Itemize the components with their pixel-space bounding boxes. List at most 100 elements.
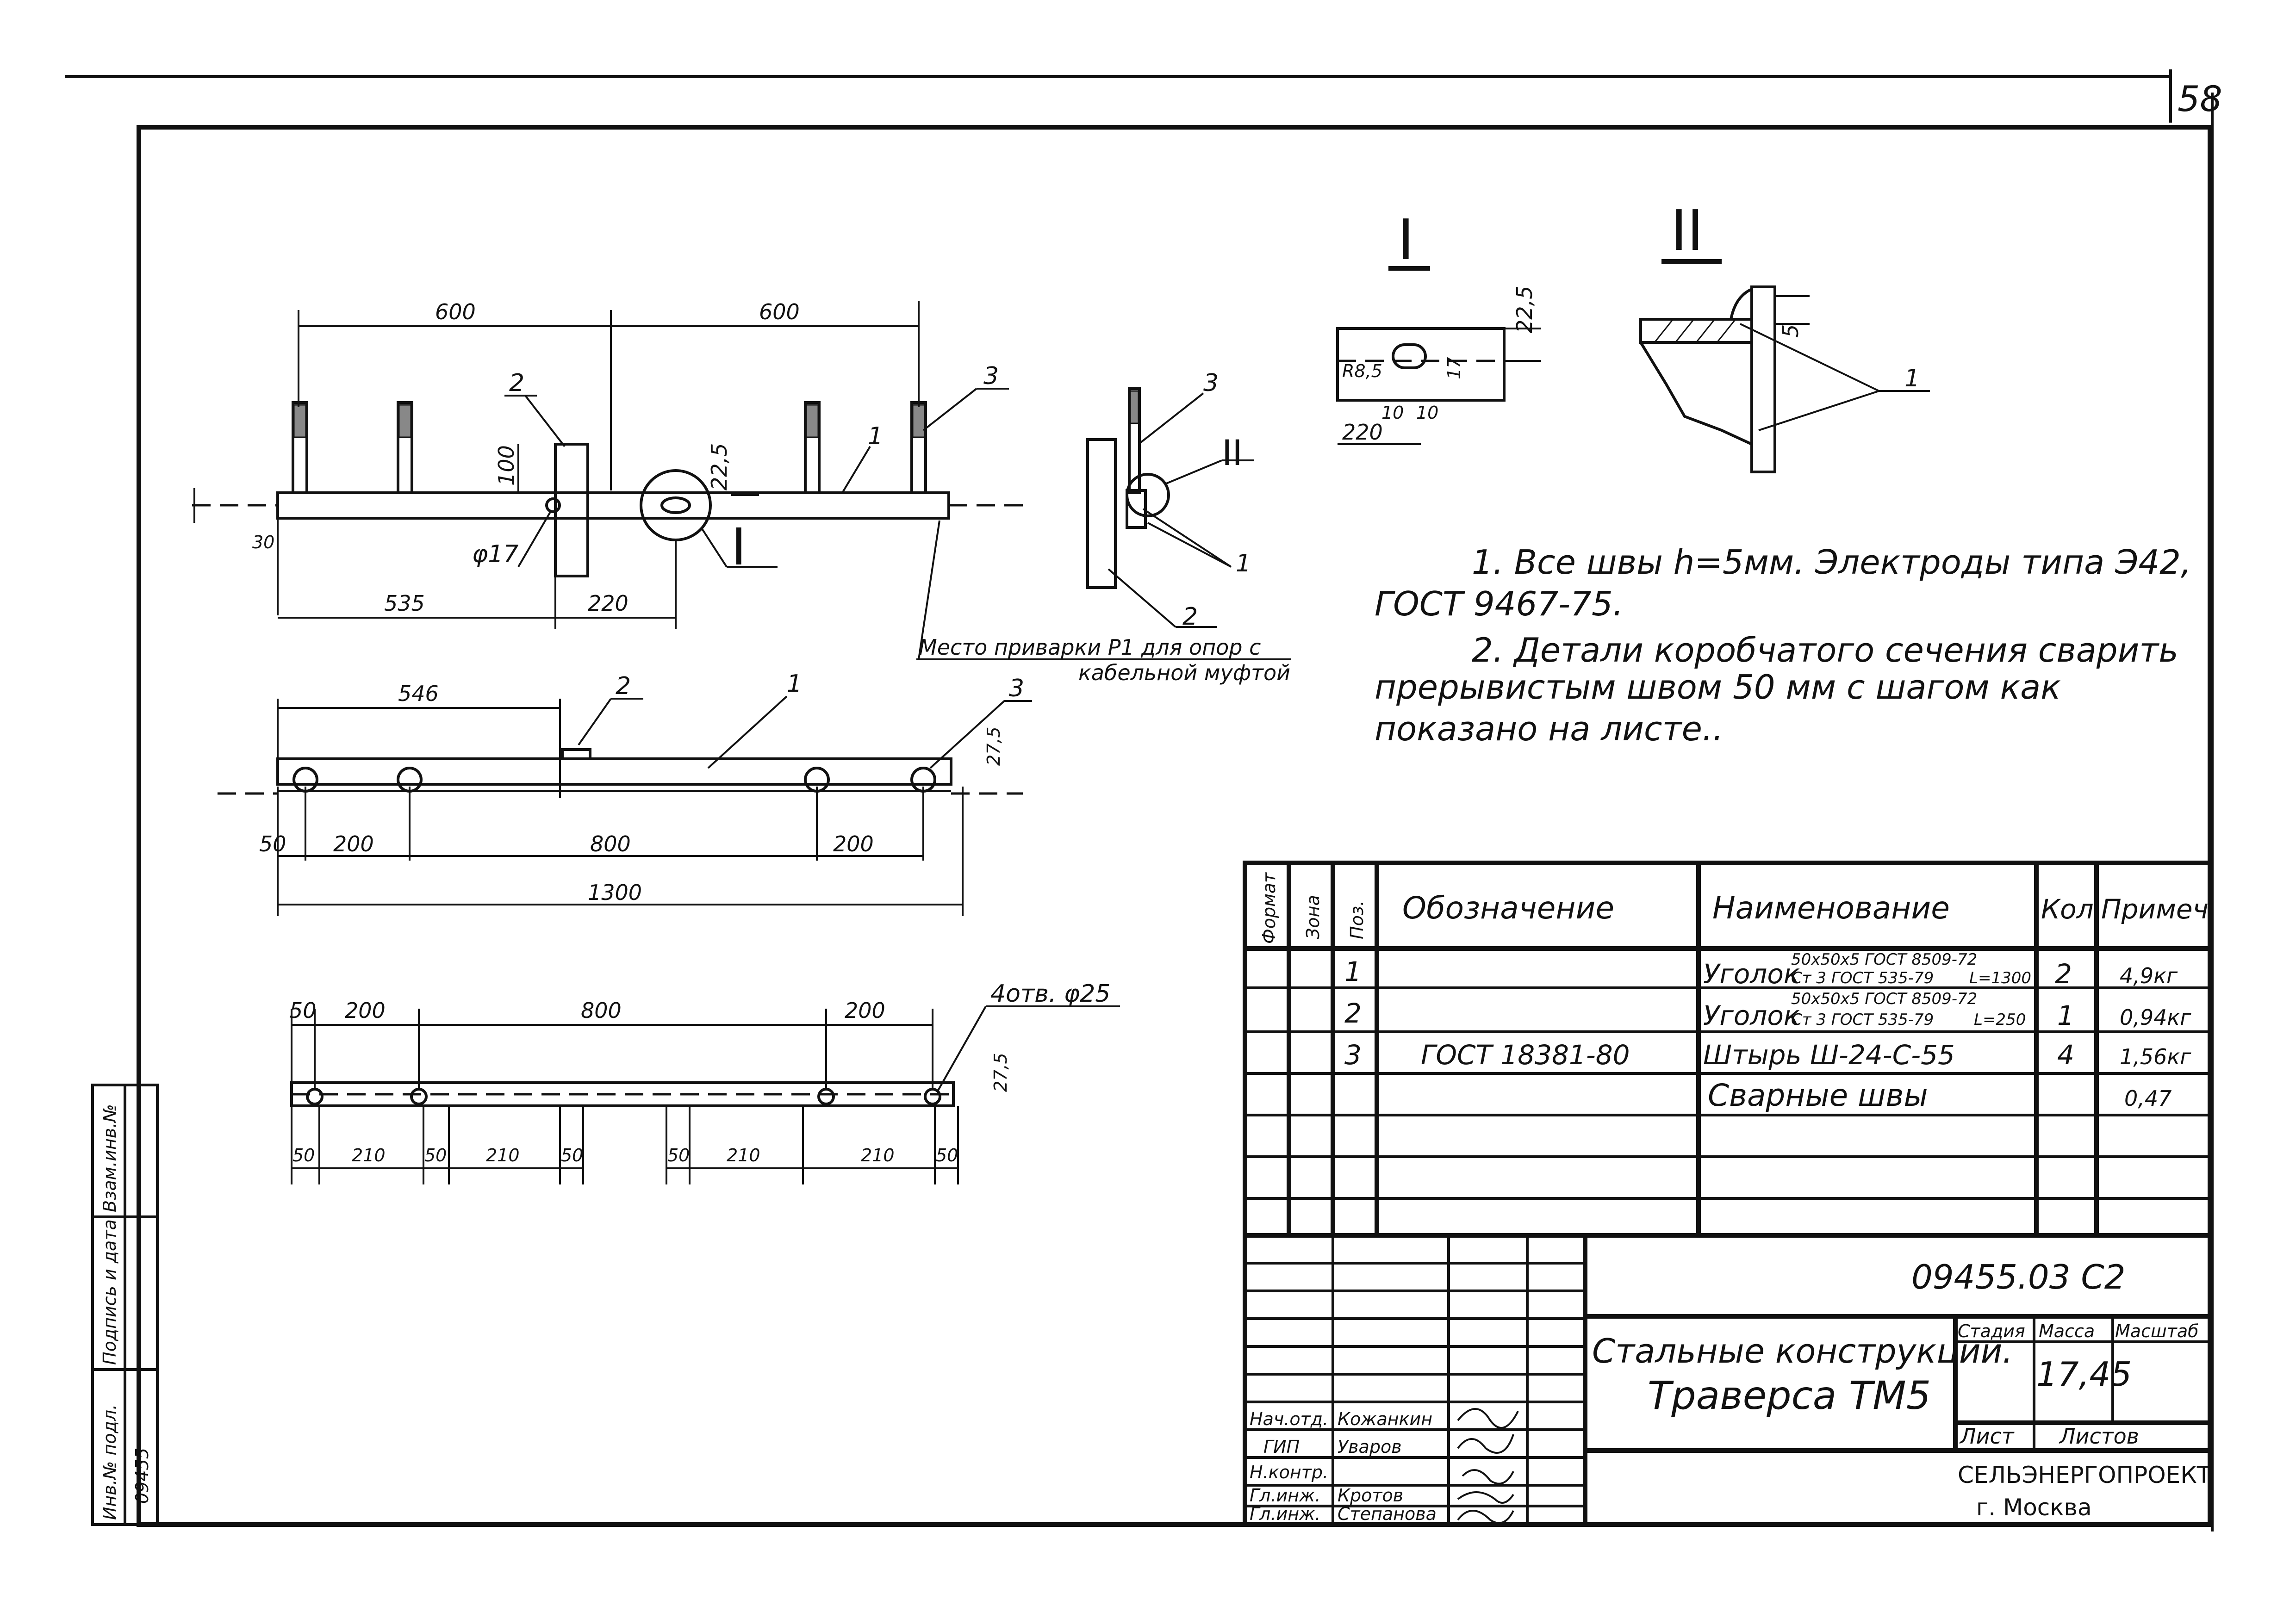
dim-535: 535 xyxy=(384,591,425,616)
note-line-5: показано на листе.. xyxy=(1375,709,1724,748)
detail-I-17: 17 xyxy=(1444,357,1464,379)
col-stage: Стадия xyxy=(1958,1321,2025,1341)
plan-dim-27-5: 27,5 xyxy=(983,726,1004,766)
row1-note: 4,9кг xyxy=(2120,963,2178,988)
plan-dim-200-a: 200 xyxy=(333,831,374,856)
row2-note: 0,94кг xyxy=(2120,1005,2191,1030)
row4-name: Сварные швы xyxy=(1708,1078,1928,1113)
main-beam xyxy=(276,491,950,520)
angle-hole-note: 4отв. φ25 xyxy=(990,980,1110,1008)
section-circle-I xyxy=(640,469,712,541)
angle-bdim-9: 50 xyxy=(936,1145,958,1166)
row1-qty: 2 xyxy=(2055,958,2072,990)
spec-table: Формат Зона Поз. Обозначение Наименовани… xyxy=(1243,861,2212,1238)
detail-I-10-b: 10 xyxy=(1416,403,1438,423)
row1-name: Уголок xyxy=(1703,958,1800,990)
col-format: Формат xyxy=(1259,872,1279,944)
mass-value: 17,45 xyxy=(2036,1355,2132,1394)
table-row: 2 Уголок 50х50х5 ГОСТ 8509-72 Ст 3 ГОСТ … xyxy=(1344,990,2191,1031)
pin-2 xyxy=(397,401,413,494)
angle-bdim-1: 50 xyxy=(292,1145,315,1166)
name-4: Кротов xyxy=(1338,1485,1403,1506)
row1-length: L=1300 xyxy=(1969,969,2031,987)
angle-bdim-7: 210 xyxy=(727,1145,760,1166)
angle-dim-50-top: 50 xyxy=(289,998,317,1023)
angle-bdim-3: 50 xyxy=(424,1145,447,1166)
org-city: г. Москва xyxy=(1976,1494,2092,1521)
name-5: Степанова xyxy=(1338,1504,1437,1524)
pin-3 xyxy=(804,401,821,494)
sheet-number: 58 xyxy=(2178,78,2222,119)
angle-bdim-6: 50 xyxy=(667,1145,690,1166)
doc-title-2: Траверса ТМ5 xyxy=(1648,1373,1931,1418)
angle-view: 50 200 800 200 4отв. φ25 27,5 50 210 50 … xyxy=(289,980,1120,1184)
angle-bdim-8: 210 xyxy=(861,1145,895,1166)
note-line-4: прерывистым швом 50 мм с шагом как xyxy=(1375,668,2061,707)
name-1: Кожанкин xyxy=(1338,1409,1432,1429)
stamp-field-vzam: Взам.инв.№ xyxy=(100,1104,120,1212)
detail-I-22-5: 22,5 xyxy=(1512,286,1537,333)
row2-name: Уголок xyxy=(1703,1000,1800,1031)
row3-note: 1,56кг xyxy=(2120,1044,2191,1069)
row3-pos: 3 xyxy=(1344,1039,1362,1071)
col-zone: Зона xyxy=(1303,895,1323,939)
row3-qty: 4 xyxy=(2057,1039,2074,1071)
detail-I-220: 220 xyxy=(1342,420,1383,445)
stamp-field-sign: Подпись и дата xyxy=(100,1219,120,1365)
callout-1-side: 1 xyxy=(1236,550,1251,577)
weld-place-note-2: кабельной муфтой xyxy=(1078,660,1290,685)
note-line-1: 1. Все швы h=5мм. Электроды типа Э42, xyxy=(1472,543,2191,582)
plan-callout-2: 2 xyxy=(616,672,631,700)
angle-bdim-2: 210 xyxy=(352,1145,386,1166)
pin-1 xyxy=(292,401,308,494)
plan-view: 546 27,5 2 1 3 50 200 800 200 1300 xyxy=(218,670,1032,916)
detail-I: I R8,5 22,5 17 10 10 220 xyxy=(1336,208,1541,445)
row1-name-sub: Ст 3 ГОСТ 535-79 xyxy=(1791,969,1934,987)
side-view-angle xyxy=(1086,438,1117,589)
plan-beam xyxy=(276,757,952,786)
detail-II: II 5 1 xyxy=(1639,199,1930,473)
role-3: Н.контр. xyxy=(1250,1462,1328,1482)
plan-callout-1: 1 xyxy=(787,670,802,698)
table-row: 1 Уголок 50х50х5 ГОСТ 8509-72 Ст 3 ГОСТ … xyxy=(1344,950,2178,990)
angle-part-2 xyxy=(554,443,589,577)
role-5: Гл.инж. xyxy=(1250,1504,1320,1524)
role-2: ГИП xyxy=(1263,1437,1300,1457)
dim-30: 30 xyxy=(252,532,274,552)
doc-code: 09455.03 С2 xyxy=(1911,1258,2126,1296)
col-designation: Обозначение xyxy=(1402,890,1614,926)
row3-designation: ГОСТ 18381-80 xyxy=(1421,1039,1630,1071)
dim-100: 100 xyxy=(494,445,519,486)
callout-3-side: 3 xyxy=(1203,369,1219,397)
hole-17 xyxy=(545,497,561,513)
col-scale: Масштаб xyxy=(2115,1321,2199,1341)
detail-II-title: II xyxy=(1671,199,1704,263)
plan-dim-200-b: 200 xyxy=(833,831,874,856)
drawing-frame xyxy=(137,125,2212,1527)
weld-place-note-1: Место приварки Р1 для опор с xyxy=(919,635,1261,660)
detail-I-10-a: 10 xyxy=(1381,403,1404,423)
row3-name: Штырь Ш-24-С-55 xyxy=(1703,1039,1955,1071)
role-4: Гл.инж. xyxy=(1250,1485,1320,1506)
callout-1-main: 1 xyxy=(868,422,883,450)
sheet-label: Лист xyxy=(1959,1424,2015,1449)
plan-callout-3: 3 xyxy=(1009,675,1024,702)
pin-4 xyxy=(910,401,927,494)
dim-22-5-main: 22,5 xyxy=(707,443,732,490)
dim-top-600-b: 600 xyxy=(759,299,800,324)
callout-2-main: 2 xyxy=(509,369,524,397)
title-block: Нач.отд. Кожанкин ГИП Уваров Н.контр. Гл… xyxy=(1243,1233,2212,1527)
detail-II-callout: 1 xyxy=(1904,365,1920,392)
section-mark-I: I xyxy=(731,517,746,577)
stamp-inv-number: 09455 xyxy=(132,1448,152,1504)
row4-note: 0,47 xyxy=(2124,1086,2172,1111)
col-name: Наименование xyxy=(1712,890,1950,926)
col-note: Примеч xyxy=(2101,893,2209,925)
name-2: Уваров xyxy=(1338,1437,1402,1457)
hole-label: φ17 xyxy=(472,540,518,568)
col-mass: Масса xyxy=(2039,1321,2095,1341)
col-pos: Поз. xyxy=(1347,900,1367,939)
angle-bdim-4: 210 xyxy=(486,1145,520,1166)
